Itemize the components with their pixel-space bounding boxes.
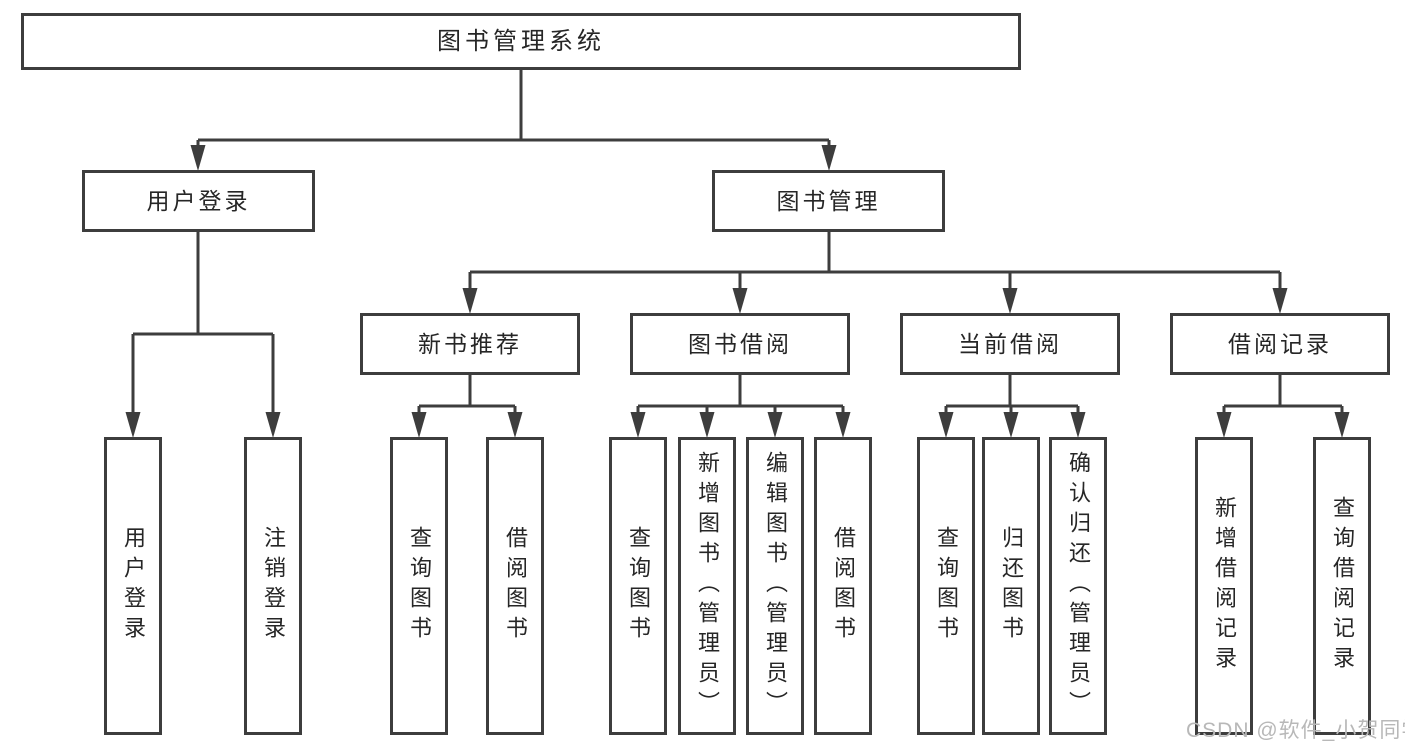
leaf-query-books-borrow: 查询图书 — [609, 437, 667, 735]
leaf-return-book: 归还图书 — [982, 437, 1040, 735]
leaf-borrow-books-recommend: 借阅图书 — [486, 437, 544, 735]
module-current-borrow: 当前借阅 — [900, 313, 1120, 375]
leaf-add-borrow-record: 新增借阅记录 — [1195, 437, 1253, 735]
branch-user-login: 用户登录 — [82, 170, 315, 232]
module-borrow-records: 借阅记录 — [1170, 313, 1390, 375]
leaf-query-books-recommend: 查询图书 — [390, 437, 448, 735]
module-book-borrow: 图书借阅 — [630, 313, 850, 375]
leaf-edit-book-admin: 编辑图书（管理员） — [746, 437, 804, 735]
leaf-confirm-return-admin: 确认归还（管理员） — [1049, 437, 1107, 735]
leaf-query-borrow-record: 查询借阅记录 — [1313, 437, 1371, 735]
root-node-system: 图书管理系统 — [21, 13, 1021, 70]
leaf-logout: 注销登录 — [244, 437, 302, 735]
leaf-add-book-admin: 新增图书（管理员） — [678, 437, 736, 735]
module-new-book-recommend: 新书推荐 — [360, 313, 580, 375]
leaf-borrow-books-borrow: 借阅图书 — [814, 437, 872, 735]
branch-book-management: 图书管理 — [712, 170, 945, 232]
leaf-user-login: 用户登录 — [104, 437, 162, 735]
csdn-watermark: CSDN @软件_小贺同学 — [1186, 719, 1405, 742]
leaf-query-books-current: 查询图书 — [917, 437, 975, 735]
